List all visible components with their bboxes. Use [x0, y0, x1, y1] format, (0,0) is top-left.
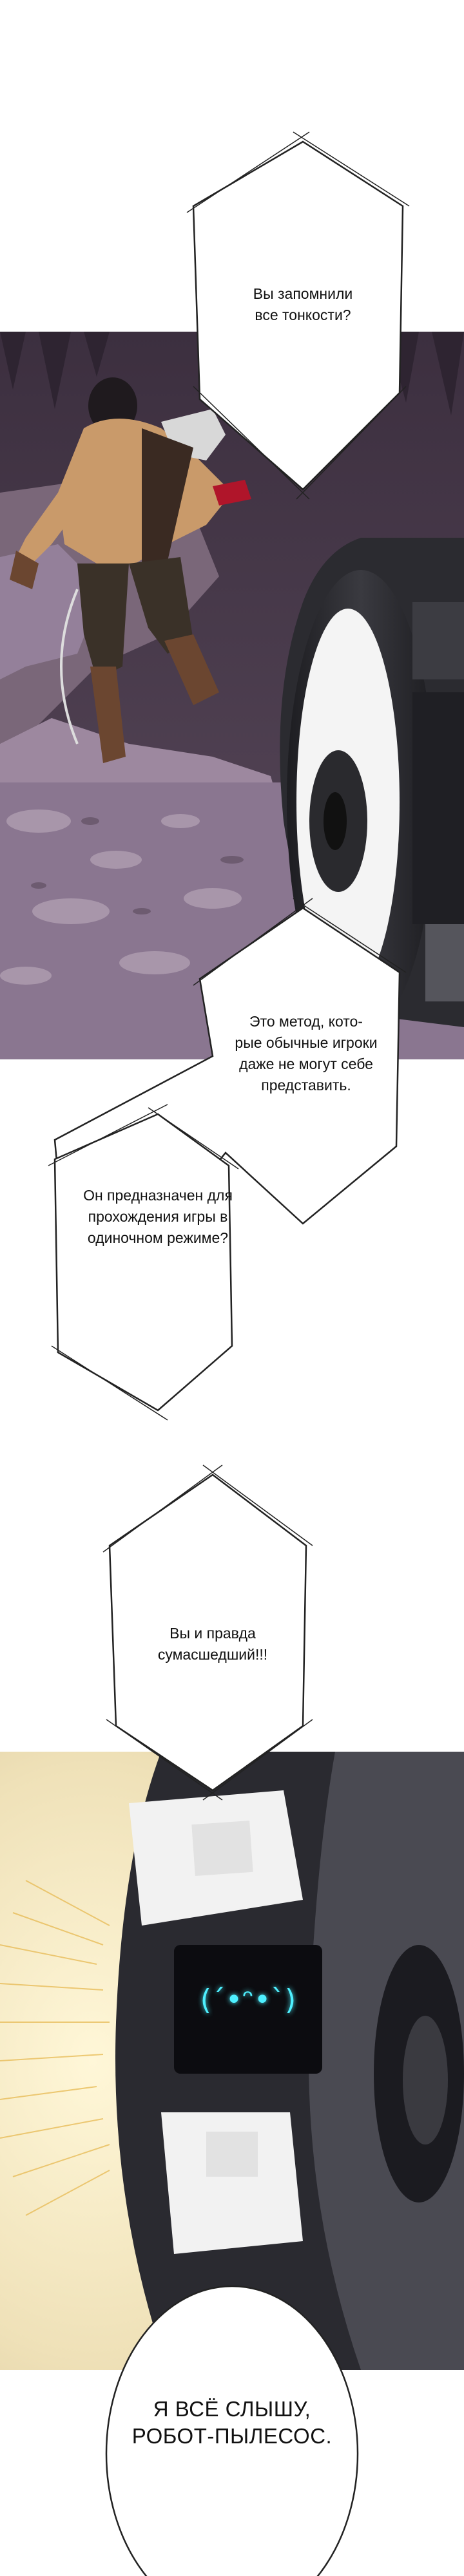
robot-panel: (ˊ•ᵔ•ˋ)	[0, 1752, 464, 2370]
speech-bubble-5: Я ВСЁ СЛЫШУ, РОБОТ-ПЫЛЕСОС.	[131, 2397, 333, 2448]
robot-closeup-illustration	[0, 1752, 464, 2370]
speech-bubble-1: Вы запомнили все тонкости?	[253, 285, 353, 323]
robot-face-emoticon: (ˊ•ᵔ•ˋ)	[200, 1984, 296, 2016]
cave-panel	[0, 332, 464, 1059]
robot-face-screen	[174, 1945, 322, 2074]
speech-bubble-3: Он предназначен для прохождения игры в о…	[83, 1187, 233, 1246]
speech-bubble-2: Это метод, кото- рые обычные игроки даже…	[235, 1013, 378, 1094]
cave-scene-illustration	[0, 332, 464, 1059]
robot-wheel-side	[280, 538, 464, 1034]
speech-bubble-4: Вы и правда сумасшедший!!!	[157, 1625, 268, 1663]
